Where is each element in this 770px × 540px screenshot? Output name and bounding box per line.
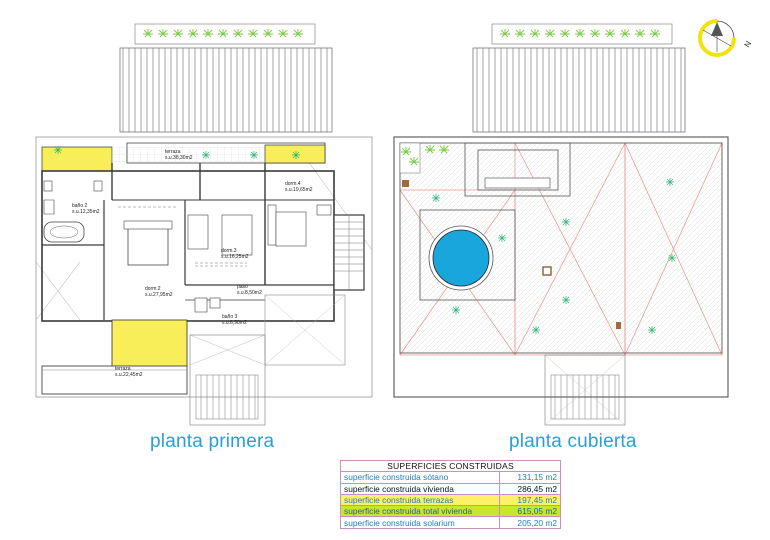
surface-label-terrazas: superficie construida terrazas <box>340 493 500 507</box>
surface-label-sotano: superficie construida sótano <box>340 471 500 484</box>
room-bano2-name: baño 2 <box>72 203 88 209</box>
room-dorm4-name: dorm.4 <box>285 181 301 187</box>
surface-label-total: superficie construida total vivienda <box>340 505 500 518</box>
surfaces-row: superficie construida vivienda 286,45 m2 <box>340 482 561 495</box>
plan-cubierta <box>393 23 729 426</box>
room-terraza-top-area: s.u.38,30m2 <box>165 155 193 161</box>
room-labels: terraza s.u.38,30m2 dorm.4 s.u.19,65m2 b… <box>72 149 313 378</box>
room-dorm4-area: s.u.19,65m2 <box>285 187 313 193</box>
pool-icon <box>432 229 490 287</box>
compass-icon: N <box>698 19 754 57</box>
room-bano2-area: s.u.12,35m2 <box>72 209 100 215</box>
terrace-yellow-left <box>41 146 113 172</box>
surfaces-row: superficie construida solarium 205,20 m2 <box>340 516 561 529</box>
room-paso-area: s.u.8,50m2 <box>237 290 262 296</box>
plan-title-primera: planta primera <box>150 431 275 452</box>
room-terraza-top-name: terraza <box>165 149 181 155</box>
surface-value-terrazas: 197,45 m2 <box>499 493 561 507</box>
bed-dorm2 <box>127 224 169 266</box>
room-paso-name: paso <box>237 284 248 290</box>
surface-value-total: 615,05 m2 <box>499 505 561 518</box>
room-dorm3-name: dorm.3 <box>221 248 237 254</box>
surfaces-row: superficie construida sótano 131,15 m2 <box>340 471 561 484</box>
surface-value-vivienda: 286,45 m2 <box>499 482 561 495</box>
bathtub-icon <box>43 221 85 243</box>
plan-title-cubierta: planta cubierta <box>509 431 637 452</box>
terrace-bottom-yellow <box>111 319 188 369</box>
room-dorm2-area: s.u.27,95m2 <box>145 292 173 298</box>
surfaces-table: SUPERFICIES CONSTRUIDAS superficie const… <box>340 459 561 529</box>
room-dorm2-name: dorm.2 <box>145 286 161 292</box>
pergola-right <box>472 47 686 133</box>
surface-value-solarium: 205,20 m2 <box>499 516 561 529</box>
room-bano3-name: baño 3 <box>222 314 238 320</box>
pergola-left <box>119 47 333 133</box>
room-dorm3-area: s.u.16,25m2 <box>221 254 249 260</box>
surfaces-row: superficie construida terrazas 197,45 m2 <box>340 493 561 507</box>
room-terraza-bottom-area: s.u.22,45m2 <box>115 372 143 378</box>
plan-primera <box>35 23 373 426</box>
surface-label-vivienda: superficie construida vivienda <box>340 482 500 495</box>
compass-north-label: N <box>743 39 754 49</box>
surfaces-table-title: SUPERFICIES CONSTRUIDAS <box>340 459 561 473</box>
room-terraza-bottom-name: terraza <box>115 366 131 372</box>
surface-label-solarium: superficie construida solarium <box>340 516 500 529</box>
surface-value-sotano: 131,15 m2 <box>499 471 561 484</box>
surfaces-row: superficie construida total vivienda 615… <box>340 505 561 518</box>
room-bano3-area: s.u.6,90m2 <box>222 320 247 326</box>
surfaces-table-header: SUPERFICIES CONSTRUIDAS <box>340 459 561 473</box>
